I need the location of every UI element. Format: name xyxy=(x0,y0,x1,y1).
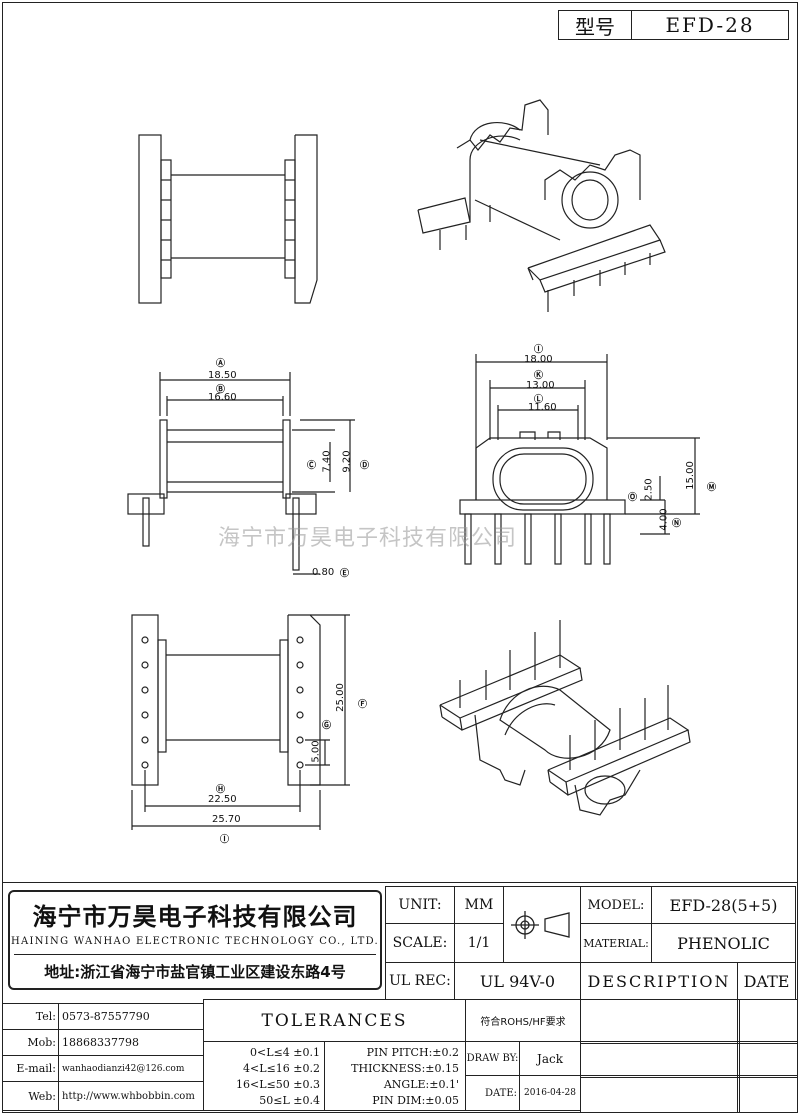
dim-value-O: 2.50 xyxy=(643,478,655,501)
contact-label-web: Web: xyxy=(2,1081,59,1111)
view-iso-2 xyxy=(439,620,691,816)
contact-value-mob: 18868337798 xyxy=(58,1029,204,1056)
scale-label: SCALE: xyxy=(385,923,455,963)
company-box xyxy=(8,890,382,990)
dim-value-F: 25.00 xyxy=(334,683,346,712)
contact-value-email: wanhaodianzi42@126.com xyxy=(58,1055,204,1082)
contact-label-email: E-mail: xyxy=(2,1055,59,1082)
dim-value-I: 25.70 xyxy=(212,814,241,825)
revision-cell xyxy=(580,1041,740,1078)
tolerance-thickness: THICKNESS:±0.15 xyxy=(351,1062,459,1075)
company-divider xyxy=(14,954,376,955)
revision-cell xyxy=(737,1075,798,1113)
draw-by-value: Jack xyxy=(519,1041,581,1076)
dim-value-K: 13.00 xyxy=(526,380,555,391)
dim-value-E: 0.80 xyxy=(312,567,335,578)
dim-value-M: 15.00 xyxy=(684,461,696,490)
dim-label-M: Ⓜ xyxy=(707,483,717,493)
tolerance-range-3: 16<L≤50 ±0.3 xyxy=(236,1078,320,1091)
dim-label-D: Ⓓ xyxy=(360,461,370,471)
dim-value-C: 7.40 xyxy=(321,450,333,473)
material-value: PHENOLIC xyxy=(651,923,796,963)
revision-cell xyxy=(737,999,798,1044)
rohs-note: 符合ROHS/HF要求 xyxy=(465,999,581,1042)
dim-label-F: Ⓕ xyxy=(358,700,368,710)
tolerance-range-1: 0<L≤4 ±0.1 xyxy=(250,1046,320,1059)
tolerances-title: TOLERANCES xyxy=(203,999,466,1042)
contact-label-mob: Mob: xyxy=(2,1029,59,1056)
view-side xyxy=(459,354,700,565)
model-label: MODEL: xyxy=(580,886,652,924)
view-front xyxy=(127,372,355,575)
dim-value-J: 18.00 xyxy=(524,354,553,365)
scale-value: 1/1 xyxy=(454,923,504,963)
contact-value-tel: 0573-87557790 xyxy=(58,1003,204,1030)
draw-by-label: DRAW BY: xyxy=(465,1041,520,1076)
projection-icon xyxy=(511,910,570,939)
watermark: 海宁市万昊电子科技有限公司 xyxy=(218,526,518,551)
dim-value-D: 9.20 xyxy=(341,450,353,473)
dim-value-A: 18.50 xyxy=(208,370,237,381)
dim-label-I: Ⓘ xyxy=(220,835,230,845)
dim-label-H: Ⓗ xyxy=(216,785,226,795)
dim-label-O: Ⓞ xyxy=(628,493,638,503)
dim-label-K: Ⓚ xyxy=(534,371,544,381)
title-block xyxy=(2,882,798,1113)
view-iso-1 xyxy=(417,99,666,312)
dim-label-A: Ⓐ xyxy=(216,359,226,369)
company-name-en: HAINING WANHAO ELECTRONIC TECHNOLOGY CO.… xyxy=(10,935,380,947)
contact-label-tel: Tel: xyxy=(2,1003,59,1030)
type-label: 型号 xyxy=(558,10,632,40)
contact-value-web: http://www.whbobbin.com xyxy=(58,1081,204,1111)
ul-rec-label: UL REC: xyxy=(385,962,455,1000)
company-address: 地址:浙江省海宁市盐官镇工业区建设东路4号 xyxy=(44,962,346,981)
dim-value-L: 11.60 xyxy=(528,402,557,413)
revision-cell xyxy=(580,999,740,1044)
unit-label: UNIT: xyxy=(385,886,455,924)
technical-drawing xyxy=(127,99,700,830)
view-bottom xyxy=(131,614,350,830)
dim-label-C: Ⓒ xyxy=(307,461,317,471)
tolerance-pin-dim: PIN DIM:±0.05 xyxy=(372,1094,459,1107)
tolerance-angle: ANGLE:±0.1' xyxy=(383,1078,459,1091)
unit-value: MM xyxy=(454,886,504,924)
tolerance-range-2: 4<L≤16 ±0.2 xyxy=(243,1062,320,1075)
dim-value-N: 4.00 xyxy=(658,508,670,531)
dim-label-J: Ⓘ xyxy=(534,345,544,355)
date-label: DATE: xyxy=(465,1075,520,1111)
company-name-cn: 海宁市万昊电子科技有限公司 xyxy=(32,902,358,931)
dim-value-B: 16.60 xyxy=(208,392,237,403)
dim-label-N: Ⓝ xyxy=(672,519,682,529)
type-value: EFD-28 xyxy=(631,10,789,40)
dim-value-G: 5.00 xyxy=(310,740,322,763)
tolerance-pin-pitch: PIN PITCH:±0.2 xyxy=(366,1046,459,1059)
view-top xyxy=(138,134,318,304)
tolerance-others: PIN PITCH:±0.2 THICKNESS:±0.15 ANGLE:±0.… xyxy=(324,1041,466,1111)
dim-label-B: Ⓑ xyxy=(216,385,226,395)
model-value: EFD-28(5+5) xyxy=(651,886,796,924)
dim-label-E: Ⓔ xyxy=(340,569,350,579)
dim-label-G: Ⓖ xyxy=(322,721,332,731)
description-header: DESCRIPTION xyxy=(580,962,738,1000)
date-value: 2016-04-28 xyxy=(519,1075,581,1111)
revision-cell xyxy=(737,1041,798,1078)
projection-symbol-box xyxy=(503,886,581,963)
tolerance-range-4: 50≤L ±0.4 xyxy=(259,1094,320,1107)
dim-label-L: Ⓛ xyxy=(534,395,544,405)
material-label: MATERIAL: xyxy=(580,923,652,963)
tolerance-ranges: 0<L≤4 ±0.1 4<L≤16 ±0.2 16<L≤50 ±0.3 50≤L… xyxy=(203,1041,325,1111)
dim-value-H: 22.50 xyxy=(208,794,237,805)
date-header: DATE xyxy=(737,962,796,1000)
revision-cell xyxy=(580,1075,740,1113)
ul-rec-value: UL 94V-0 xyxy=(454,962,581,1000)
